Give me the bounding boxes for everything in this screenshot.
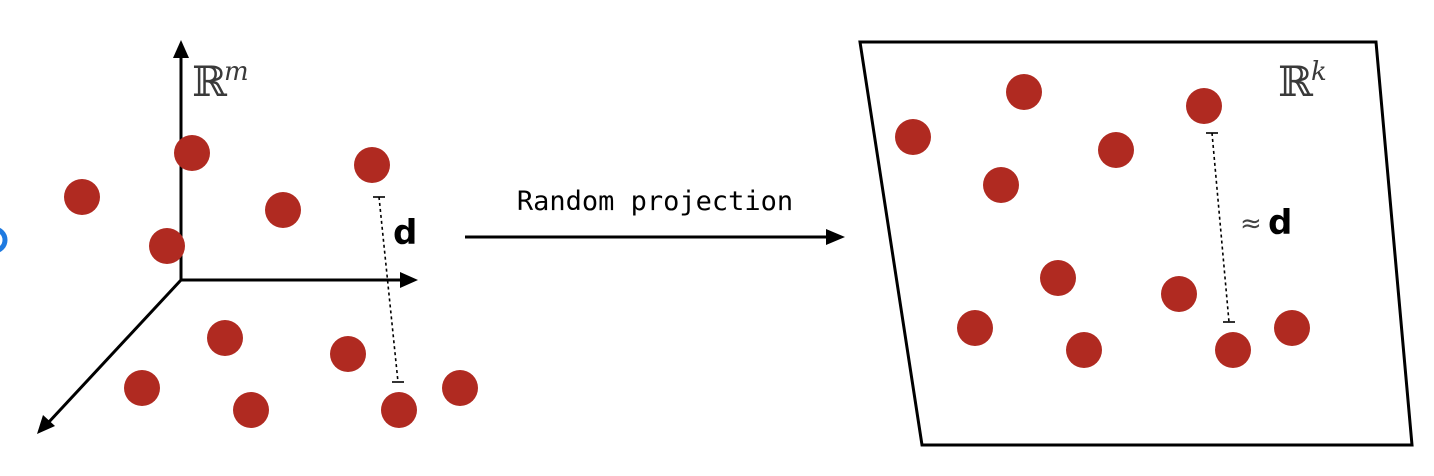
axis-diagonal-arrowhead xyxy=(37,415,55,434)
left-point xyxy=(330,336,366,372)
projection-arrowhead xyxy=(826,229,845,245)
right-point xyxy=(1066,332,1102,368)
left-point xyxy=(442,370,478,406)
right-point xyxy=(1274,310,1310,346)
left-point xyxy=(149,228,185,264)
right-point xyxy=(1098,132,1134,168)
right-point xyxy=(1040,260,1076,296)
left-point xyxy=(381,392,417,428)
left-point xyxy=(233,392,269,428)
left-point xyxy=(354,147,390,183)
projection-label: Random projection xyxy=(517,186,793,217)
right-distance-marker xyxy=(1206,132,1235,323)
left-axes xyxy=(37,40,418,434)
approx-symbol: ≈ xyxy=(1240,209,1262,239)
right-point xyxy=(895,119,931,155)
left-point xyxy=(174,135,210,171)
target-plane xyxy=(858,40,1414,447)
right-point xyxy=(957,310,993,346)
axis-vertical-arrowhead xyxy=(173,40,189,58)
right-distance-line xyxy=(1211,132,1230,323)
left-point xyxy=(207,320,243,356)
right-point xyxy=(1186,88,1222,124)
left-point xyxy=(265,192,301,228)
right-point xyxy=(1006,74,1042,110)
left-space-exponent: m xyxy=(224,57,249,87)
right-point xyxy=(1215,332,1251,368)
left-space-label: ℝ xyxy=(192,57,228,106)
axis-diagonal xyxy=(46,278,183,425)
left-distance-label: d xyxy=(393,213,417,253)
right-space-exponent: k xyxy=(1311,57,1327,87)
right-point xyxy=(983,167,1019,203)
left-points xyxy=(64,135,478,428)
right-distance-label: d xyxy=(1268,203,1292,243)
right-space-label: ℝ xyxy=(1278,57,1314,106)
axis-horizontal-arrowhead xyxy=(400,272,418,288)
right-point xyxy=(1161,276,1197,312)
left-distance-marker xyxy=(373,196,404,383)
right-points xyxy=(895,74,1310,368)
left-point xyxy=(64,179,100,215)
edge-circle-fragment xyxy=(0,227,8,253)
left-distance-line xyxy=(378,196,399,383)
projection-arrow xyxy=(465,229,845,245)
left-point xyxy=(124,370,160,406)
